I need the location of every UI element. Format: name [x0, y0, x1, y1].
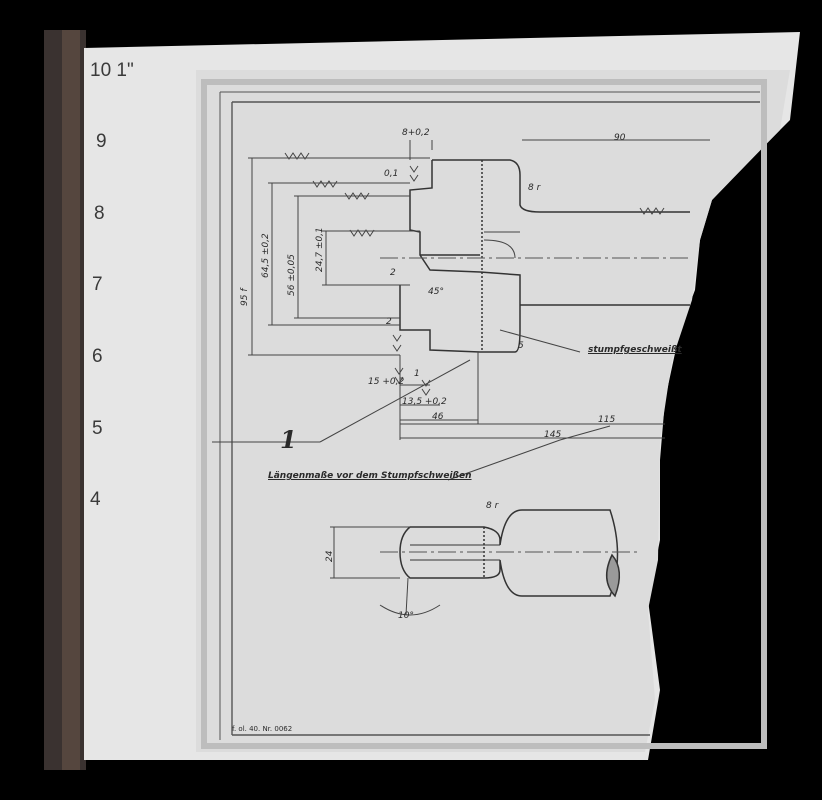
dim-len-115: 115: [598, 415, 616, 425]
part-outline-top: [399, 159, 690, 353]
dim-d1: 64,5 ±0,2: [261, 233, 271, 278]
ruler-mark-7: 7: [92, 274, 103, 295]
dimension-lines: [212, 139, 710, 481]
ruler-mark-4: 4: [90, 489, 101, 510]
dim-chamfer-3: 1: [414, 369, 420, 379]
ruler-mark-6: 6: [92, 346, 103, 367]
weld-note: stumpfgeschweißt: [588, 345, 682, 355]
ruler-mark-8: 8: [94, 203, 105, 224]
ruler-mark-9: 9: [96, 131, 107, 152]
dim-len-46: 46: [432, 412, 444, 422]
dim-angle-45: 45°: [428, 287, 444, 297]
part-number: 1: [280, 425, 297, 454]
dim-chamfer-1: 2: [390, 268, 396, 278]
dim-d4: 95 f: [240, 288, 250, 306]
ruler-mark-5: 5: [92, 418, 103, 439]
dim-radius-r2: 8 r: [486, 501, 499, 511]
dim-len-15: 15 +0,2: [368, 377, 405, 387]
dim-len-13: 13,5 +0,2: [402, 397, 447, 407]
ruler-top-mark: 10 1": [90, 60, 134, 81]
dim-d2: 24,7 ±0,1: [315, 227, 325, 272]
dim-d3: 56 ±0,05: [287, 254, 297, 296]
dim-top-right: 90: [614, 133, 626, 143]
dim-r1: 0,1: [384, 169, 399, 179]
surface-finish-symbols: [284, 152, 665, 396]
dim-r5: 5: [518, 341, 524, 351]
drawing-sheet: [196, 70, 790, 752]
dim-angle-10: 10°: [398, 611, 414, 621]
dim-d24: 24: [325, 550, 335, 562]
footer-code: f. ol. 40. Nr. 0062: [232, 725, 293, 733]
dim-len-145: 145: [544, 430, 562, 440]
length-note: Längenmaße vor dem Stumpfschweißen: [268, 471, 472, 481]
dim-top-width: 8+0,2: [402, 128, 430, 138]
dim-chamfer-2: 2: [386, 317, 392, 327]
dim-radius-r: 8 r: [528, 183, 541, 193]
